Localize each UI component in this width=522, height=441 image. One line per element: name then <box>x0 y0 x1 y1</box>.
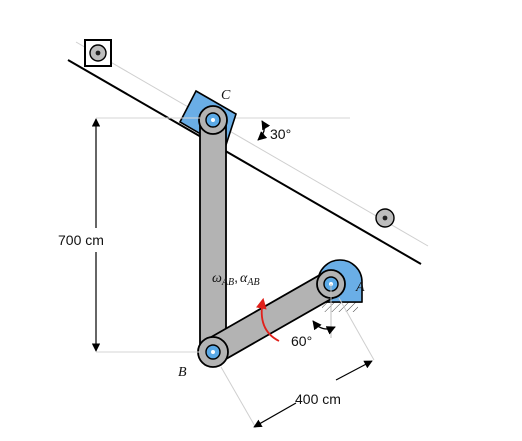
roller-wheel-icon <box>375 208 395 228</box>
omega-alpha-label: ωAB,αAB <box>212 269 260 288</box>
angle-30-marker <box>257 120 271 141</box>
angle-link-label: 60° <box>291 333 312 349</box>
alpha-symbol: α <box>240 271 248 286</box>
alpha-subscript: AB <box>246 277 259 288</box>
angle-60-marker <box>312 284 336 338</box>
inclined-surface <box>67 41 429 265</box>
pin-c <box>205 112 221 128</box>
point-b-label: B <box>178 365 187 380</box>
length-dimension-label: 400 cm <box>295 391 341 407</box>
omega-symbol: ω <box>212 271 222 286</box>
point-a-label: A <box>355 280 365 295</box>
length-dimension <box>220 297 375 429</box>
height-dimension-label: 700 cm <box>58 232 104 248</box>
roller-support-icon <box>84 39 112 67</box>
rotation-arrow-icon <box>256 297 280 342</box>
point-c-label: C <box>221 88 231 103</box>
link-bc <box>199 119 227 353</box>
pin-b <box>205 344 221 360</box>
omega-subscript: AB <box>221 277 234 288</box>
comma-separator: , <box>234 269 238 285</box>
angle-incline-label: 30° <box>270 126 291 142</box>
height-dimension <box>91 117 200 353</box>
